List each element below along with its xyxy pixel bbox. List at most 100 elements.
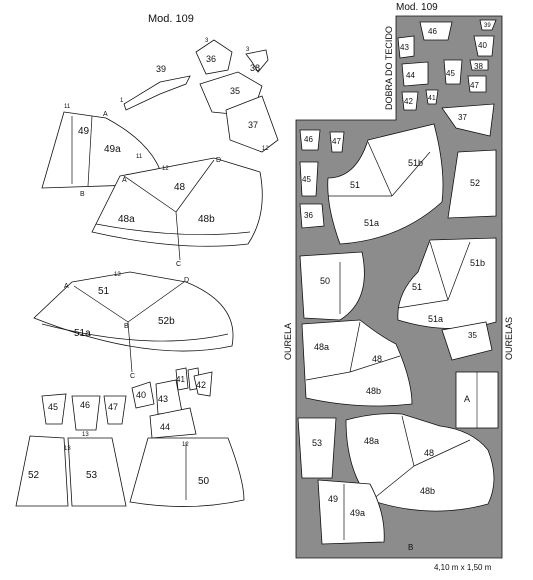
svg-text:1: 1 (120, 98, 124, 104)
svg-text:53: 53 (312, 438, 322, 448)
svg-text:49a: 49a (350, 508, 365, 518)
pieces-45-46-47: 45 46 47 13 (41, 393, 127, 438)
svg-text:48b: 48b (198, 214, 215, 225)
svg-text:12: 12 (182, 442, 189, 448)
svg-text:C: C (176, 261, 181, 268)
svg-text:3: 3 (246, 47, 250, 53)
svg-text:A: A (464, 394, 470, 404)
bottom-label: B (408, 543, 413, 552)
svg-text:37: 37 (458, 113, 467, 122)
layout-piece-52: 52 (447, 149, 497, 219)
svg-text:48b: 48b (366, 386, 381, 396)
svg-text:43: 43 (158, 394, 168, 404)
svg-text:51a: 51a (364, 218, 379, 228)
svg-text:51: 51 (412, 282, 422, 292)
piece-37: 37 12 (225, 95, 279, 153)
svg-text:13: 13 (64, 446, 71, 452)
layout-title: Mod. 109 (396, 2, 438, 13)
svg-text:44: 44 (406, 71, 415, 80)
layout-small-pieces: 46 39 43 40 44 45 38 47 42 41 37 46 47 4… (299, 19, 497, 229)
svg-text:42: 42 (404, 97, 413, 106)
svg-text:49: 49 (78, 126, 90, 137)
selvage-left-label: OURELA (283, 323, 293, 360)
piece-52: 52 (15, 435, 69, 507)
svg-text:B: B (80, 191, 85, 198)
svg-text:52: 52 (470, 178, 480, 188)
cutting-layout: Mod. 109 DOBRA DO TECIDO OURELA OURELAS … (283, 2, 514, 572)
layout-piece-49-bottom: 49 49a (317, 479, 385, 545)
svg-text:40: 40 (478, 41, 487, 50)
svg-text:48: 48 (174, 182, 186, 193)
svg-text:48a: 48a (364, 436, 379, 446)
svg-text:36: 36 (206, 54, 216, 64)
svg-text:52b: 52b (158, 316, 175, 327)
svg-text:46: 46 (304, 135, 313, 144)
piece-51: 51 51a 52b 13A D B C (33, 271, 234, 380)
svg-text:39: 39 (484, 23, 491, 29)
svg-text:12: 12 (262, 146, 269, 152)
svg-text:48: 48 (372, 354, 382, 364)
svg-text:38: 38 (250, 63, 260, 73)
svg-text:52: 52 (28, 470, 40, 481)
svg-text:12: 12 (162, 166, 169, 172)
layout-piece-35: 35 (441, 321, 493, 361)
svg-text:47: 47 (108, 402, 118, 412)
svg-text:51b: 51b (408, 158, 423, 168)
svg-text:42: 42 (196, 380, 206, 390)
svg-text:51b: 51b (470, 258, 485, 268)
svg-text:B: B (124, 323, 129, 330)
svg-text:51: 51 (98, 286, 110, 297)
svg-text:44: 44 (160, 422, 170, 432)
svg-text:11: 11 (64, 104, 71, 110)
svg-text:50: 50 (320, 276, 330, 286)
svg-text:49: 49 (328, 494, 338, 504)
svg-text:A: A (64, 283, 69, 290)
piece-50: 50 12 (129, 437, 245, 507)
layout-piece-48-middle: 48a 48 48b (301, 319, 413, 407)
svg-text:46: 46 (428, 27, 437, 36)
svg-text:11: 11 (136, 154, 143, 160)
pattern-pieces-left: Mod. 109 39 1 36 3 38 3 35 37 12 49 49a (15, 13, 279, 507)
dimensions-label: 4,10 m x 1,50 m (434, 563, 492, 572)
svg-text:45: 45 (48, 402, 58, 412)
svg-text:47: 47 (470, 81, 479, 90)
svg-text:45: 45 (302, 175, 311, 184)
svg-text:47: 47 (332, 137, 341, 146)
svg-text:D: D (216, 157, 221, 164)
svg-text:C: C (130, 373, 135, 380)
selvage-right-label: OURELAS (504, 317, 514, 360)
svg-text:13: 13 (82, 432, 89, 438)
svg-text:48a: 48a (314, 342, 329, 352)
svg-text:3: 3 (205, 38, 209, 44)
svg-text:46: 46 (80, 400, 90, 410)
svg-text:50: 50 (198, 476, 210, 487)
svg-text:39: 39 (156, 64, 166, 74)
svg-text:48a: 48a (118, 214, 135, 225)
svg-text:41: 41 (176, 375, 185, 384)
svg-text:35: 35 (230, 86, 240, 96)
piece-38: 38 3 (245, 47, 269, 73)
svg-text:A: A (103, 111, 108, 118)
piece-36: 36 3 (195, 38, 233, 75)
svg-text:48b: 48b (420, 486, 435, 496)
svg-text:43: 43 (400, 43, 409, 52)
svg-text:49a: 49a (104, 144, 121, 155)
layout-piece-53: 53 (297, 417, 337, 479)
model-title: Mod. 109 (148, 13, 194, 25)
layout-piece-A: A (455, 371, 499, 429)
svg-text:41: 41 (428, 95, 436, 102)
svg-text:D: D (184, 277, 189, 284)
layout-piece-48-bottom: 48a 48 48b (345, 413, 495, 512)
svg-text:51a: 51a (74, 328, 91, 339)
svg-text:48: 48 (424, 448, 434, 458)
svg-text:51: 51 (350, 180, 360, 190)
fold-label: DOBRA DO TECIDO (384, 26, 394, 110)
piece-39: 39 1 (120, 64, 191, 111)
layout-piece-51-top: 51 51a 51b (327, 123, 444, 245)
svg-text:37: 37 (248, 120, 258, 130)
svg-text:13: 13 (114, 272, 121, 278)
layout-piece-50: 50 (299, 251, 365, 321)
